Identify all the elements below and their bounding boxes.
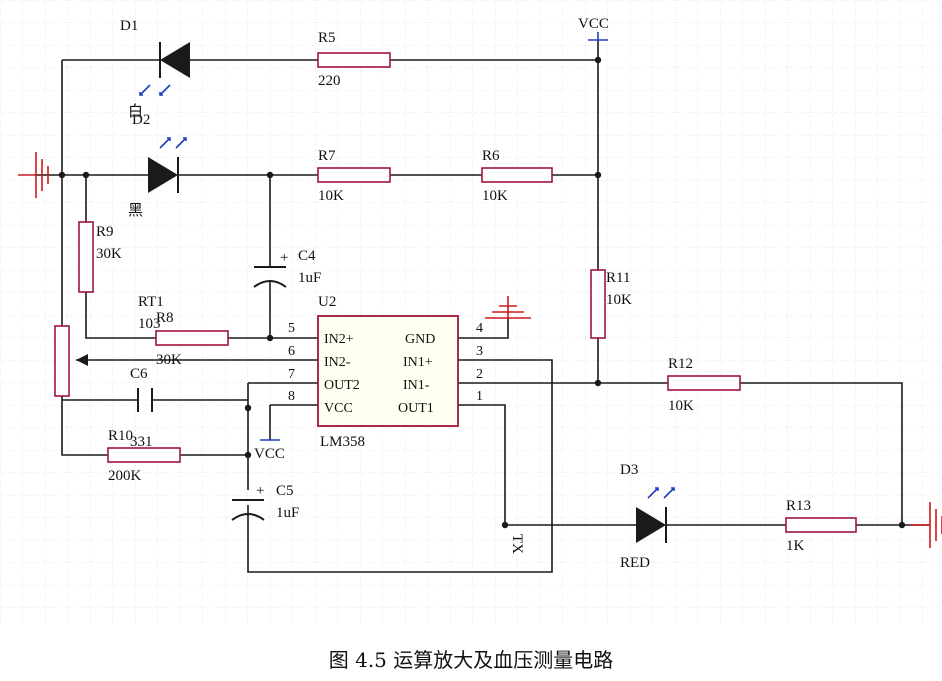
label-r13: R13: [786, 498, 811, 514]
resistor-r8: [155, 330, 229, 346]
pin-gnd-name: GND: [405, 332, 435, 347]
label-r10: R10: [108, 428, 133, 444]
label-r12: R12: [668, 356, 693, 372]
resistor-r10: [107, 447, 181, 463]
label-d3-value: RED: [620, 555, 650, 571]
label-r7-value: 10K: [318, 188, 344, 204]
capacitor-c6: [137, 388, 153, 412]
label-u2: U2: [318, 294, 336, 310]
capacitor-c5: [231, 499, 265, 521]
label-r9-value: 30K: [96, 246, 122, 262]
label-u2-part: LM358: [320, 434, 365, 450]
figure-caption: 图 4.5 运算放大及血压测量电路: [328, 648, 614, 672]
diode-d1: [139, 42, 190, 96]
label-c4: C4: [298, 248, 316, 264]
resistor-r12: [667, 375, 741, 391]
label-r6-value: 10K: [482, 188, 508, 204]
pin-6-number: 6: [288, 344, 295, 359]
resistor-r13: [785, 517, 857, 533]
junction-dots: [58, 56, 906, 529]
label-r13-value: 1K: [786, 538, 805, 554]
label-d1: D1: [120, 18, 138, 34]
label-c4-polarity: +: [280, 250, 288, 266]
label-c5-value: 1uF: [276, 505, 299, 521]
label-c6-value: 331: [130, 434, 153, 450]
pin-in1p-name: IN1+: [403, 355, 433, 370]
label-d1-note: 白: [128, 102, 143, 120]
circuit-schematic: D1 白 D2 黑 R5 220 VCC R7 10K R6 10K R9 30…: [0, 0, 942, 625]
pin-7-number: 7: [288, 367, 295, 382]
label-rt1: RT1: [138, 294, 164, 310]
label-d2-note: 黑: [128, 201, 143, 219]
label-r5-value: 220: [318, 73, 341, 89]
label-rt1-value: 103: [138, 316, 161, 332]
pin-1-number: 1: [476, 389, 483, 404]
label-r7: R7: [318, 148, 336, 164]
label-r5: R5: [318, 30, 336, 46]
pin-4-number: 4: [476, 321, 483, 336]
label-r6: R6: [482, 148, 500, 164]
pin-out2-name: OUT2: [324, 378, 360, 393]
pin-5-number: 5: [288, 321, 295, 336]
grid-background: [0, 0, 942, 625]
label-vcc-top: VCC: [578, 16, 609, 32]
pin-3-number: 3: [476, 344, 483, 359]
pin-vcc-name: VCC: [324, 401, 353, 416]
diode-d3: [636, 487, 675, 543]
ground-symbol-right: [910, 502, 942, 548]
label-d2: D2: [132, 112, 150, 128]
label-r8: R8: [156, 310, 174, 326]
label-r11: R11: [606, 270, 630, 286]
pin-in2n-name: IN2-: [324, 355, 351, 370]
label-r9: R9: [96, 224, 114, 240]
ground-symbol-left: [18, 152, 49, 198]
ground-symbol-chip: [485, 296, 531, 319]
pin-in1n-name: IN1-: [403, 378, 430, 393]
potentiometer-rt1: [54, 325, 88, 397]
pin-out1-name: OUT1: [398, 401, 434, 416]
chip-u2-body: [317, 315, 459, 427]
label-tx-net: TX: [509, 534, 525, 554]
label-c6: C6: [130, 366, 148, 382]
label-r12-value: 10K: [668, 398, 694, 414]
label-r8-value: 30K: [156, 352, 182, 368]
resistor-r11: [590, 269, 606, 339]
label-c4-value: 1uF: [298, 270, 321, 286]
capacitor-c4: [253, 266, 287, 288]
pin-2-number: 2: [476, 367, 483, 382]
diode-d2: [148, 137, 187, 193]
label-c5: C5: [276, 483, 294, 499]
label-r11-value: 10K: [606, 292, 632, 308]
resistor-r5: [317, 52, 391, 68]
label-d3: D3: [620, 462, 638, 478]
vcc-symbol-top: [588, 32, 608, 41]
resistor-r6: [481, 167, 553, 183]
label-vcc-chip: VCC: [254, 446, 285, 462]
label-r10-value: 200K: [108, 468, 142, 484]
resistor-r9: [78, 221, 94, 293]
label-c5-polarity: +: [256, 483, 264, 499]
resistor-r7: [317, 167, 391, 183]
pin-in2p-name: IN2+: [324, 332, 354, 347]
pin-8-number: 8: [288, 389, 295, 404]
